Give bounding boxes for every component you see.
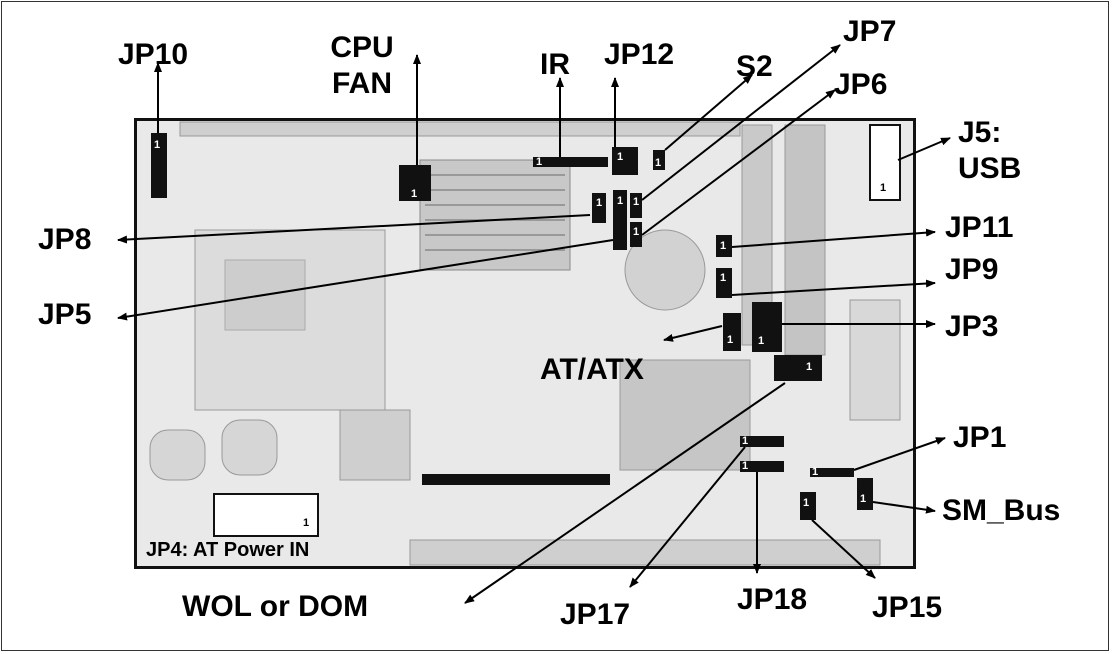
arrow-j5 [897,137,951,161]
label-jp8: JP8 [38,223,92,256]
arrow-jp7 [641,44,841,201]
arrow-jp9 [731,279,936,296]
arrow-jp1 [853,437,946,471]
at-atx-connector [723,313,741,351]
label-jp6: JP6 [834,68,888,101]
label-jp1: JP1 [953,421,1007,454]
pin1-jp9: 1 [720,272,727,284]
label-jp7: JP7 [843,15,897,48]
label-wol-dom: WOL or DOM [182,590,369,623]
heatsink-fins [425,174,565,251]
label-sm-bus: SM_Bus [942,494,1061,527]
pin1-jp15: 1 [803,497,810,509]
pin1-jp11: 1 [720,240,727,252]
jp9-connector [716,268,732,298]
label-jp9: JP9 [945,253,999,286]
arrow-jp17 [629,446,746,588]
arrow-at-atx [663,325,723,342]
arrow-jp11 [731,228,936,248]
label-jp5: JP5 [38,298,92,331]
wol-dom-connector [774,355,822,381]
long-header [422,474,610,485]
label-j5-usb: J5: USB [958,115,1048,187]
arrow-s2 [664,74,753,151]
jp11-connector [716,235,732,257]
usb-connector [869,124,901,201]
pin1-jp7: 1 [633,196,640,208]
pin1-ir: 1 [536,156,543,168]
board-details [149,121,901,566]
sm-bus-connector [857,478,873,510]
label-cpu-fan-line1: CPU [330,31,394,64]
label-cpu-fan: CPU FAN [312,30,412,102]
jp15-connector [800,492,816,520]
ir-connector [533,157,608,167]
jp17-connector [740,436,784,447]
heatsink [419,159,571,271]
label-jp15: JP15 [872,591,943,624]
pin1-jp3: 1 [758,335,765,347]
label-jp10: JP10 [118,38,189,71]
jp10-connector [151,133,167,198]
pin1-s2: 1 [655,157,662,169]
pin1-jp18: 1 [742,460,749,472]
jp3-connector [752,302,782,352]
label-jp11: JP11 [945,211,1014,244]
capacitor-2 [221,419,278,476]
pin1-jp12: 1 [617,151,624,163]
s2-connector [653,150,665,170]
capacitor-1 [149,429,206,481]
bottom-slot [409,539,881,566]
battery [624,229,706,311]
arrow-jp15 [811,519,876,579]
jp18-connector [740,461,784,472]
label-j5-line1: J5: [958,116,1002,149]
pin1-jp10: 1 [154,139,161,151]
pin1-sm-bus: 1 [860,493,867,505]
cpu-fan-connector [399,165,431,201]
cpu-socket-inner [224,259,306,331]
label-jp4: JP4: AT Power IN [146,539,310,561]
label-jp12: JP12 [604,38,675,71]
pin1-jp1: 1 [812,466,819,478]
label-at-atx: AT/ATX [540,353,644,386]
side-panel [849,299,901,421]
pin1-jp5: 1 [617,195,624,207]
jp6-connector [630,222,642,247]
jp4-connector [213,493,319,537]
arrow-jp6 [641,89,836,236]
jp12-connector [612,147,638,175]
callout-arrows [117,44,951,604]
label-jp18: JP18 [737,583,808,616]
bios-chip [339,409,411,481]
jp8-connector [592,193,606,223]
pin1-cpu-fan: 1 [411,188,418,200]
arrow-jp8 [117,214,591,244]
pin1-jp6: 1 [633,226,640,238]
top-slot [179,121,741,137]
pin1-wol-dom: 1 [806,361,813,373]
arrow-sm-bus [872,501,936,514]
pin1-jp4: 1 [303,517,310,529]
connectors [151,133,873,520]
label-jp17: JP17 [560,598,631,631]
pin1-jp17: 1 [742,435,749,447]
pin1-jp8: 1 [596,197,603,209]
label-jp3: JP3 [945,310,999,343]
label-cpu-fan-line2: FAN [332,67,392,100]
arrow-wol-dom [464,382,786,604]
pin1-usb: 1 [880,182,887,194]
jp7-connector [630,193,642,218]
label-j5-line2: USB [958,152,1022,185]
arrow-jp5 [117,239,614,321]
label-ir: IR [540,48,570,81]
jp5-connector [613,190,627,250]
pin1-at-atx: 1 [727,334,734,346]
jp1-connector [810,468,854,477]
label-s2: S2 [736,50,773,83]
